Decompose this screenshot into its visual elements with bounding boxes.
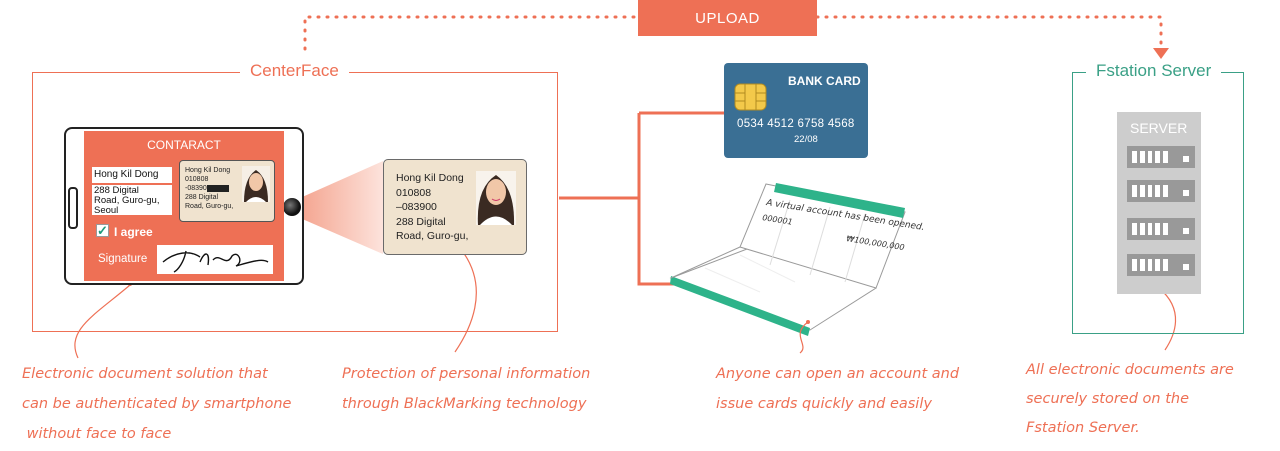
agree-label: I agree: [114, 225, 153, 239]
server-slot: [1127, 218, 1195, 240]
server-label: SERVER: [1130, 120, 1188, 136]
caption-line: Electronic document solution that: [22, 366, 268, 382]
caption-line: can be authenticated by smartphone: [22, 396, 292, 412]
mini-id-card: Hong Kil Dong 010808 -08390 288 Digital …: [179, 160, 275, 222]
bank-card-expiry: 22/08: [794, 134, 818, 145]
leader-account: [799, 321, 809, 354]
credit-card-icon: [724, 63, 868, 158]
bank-card-title: BANK CARD: [788, 74, 861, 88]
name-field[interactable]: Hong Kil Dong: [92, 167, 172, 183]
caption-line: All electronic documents are: [1026, 362, 1234, 378]
caption-line: through BlackMarking technology: [342, 396, 587, 412]
mini-id-line: Road, Guro-gu,: [185, 203, 234, 210]
server-slot: [1127, 180, 1195, 202]
caption-line: without face to face: [22, 426, 172, 442]
leader-server: [1158, 287, 1177, 351]
server-slot: [1127, 254, 1195, 276]
caption-server: All electronic documents are securely st…: [1026, 356, 1234, 443]
fstation-title: Fstation Server: [1086, 61, 1222, 81]
blackmark-mask: [206, 184, 229, 192]
server-slot: [1127, 146, 1195, 168]
phone-home-button: [68, 187, 78, 229]
caption-line: Protection of personal information: [342, 366, 591, 382]
caption-line: Anyone can open an account and: [716, 366, 960, 382]
signature-box[interactable]: [157, 245, 273, 274]
centerface-title: CenterFace: [240, 61, 349, 81]
upload-dotted-path-right: [815, 15, 1163, 50]
id-card-line: –083900: [396, 201, 437, 214]
mini-id-line: Hong Kil Dong: [185, 167, 231, 174]
id-card-line: Hong Kil Dong: [396, 172, 464, 184]
passbook-icon: A virtual account has been opened. 00000…: [669, 183, 925, 336]
id-card-text: Hong Kil Dong 010808 –083900 288 Digital…: [396, 171, 468, 244]
id-card-line: 288 Digital: [396, 215, 446, 228]
upload-arrow-head: [1153, 48, 1169, 59]
upload-label: UPLOAD: [638, 0, 817, 36]
caption-line: issue cards quickly and easily: [716, 396, 932, 412]
leader-blackmarking: [454, 251, 477, 353]
id-card-line: Road, Guro-gu,: [396, 230, 469, 243]
bank-card-number: 0534 4512 6758 4568: [737, 118, 855, 130]
caption-account: Anyone can open an account and issue car…: [716, 359, 959, 419]
mini-id-line: 010808: [185, 176, 209, 183]
signature-label: Signature: [98, 253, 148, 265]
caption-line: Fstation Server.: [1026, 420, 1140, 436]
agree-checkbox[interactable]: ✓: [96, 223, 109, 238]
mini-id-line: 288 Digital: [185, 194, 219, 201]
connector-bracket: [559, 111, 724, 286]
leader-centerface: [74, 284, 131, 359]
camera-icon: [283, 198, 301, 216]
scan-beam: [300, 161, 383, 254]
contract-title: CONTARACT: [147, 138, 221, 152]
id-card-line: 010808: [396, 186, 432, 199]
mini-id-line: -08390: [185, 185, 207, 192]
address-field[interactable]: 288 Digital Road, Guro-gu, Seoul: [92, 185, 172, 216]
caption-line: securely stored on the: [1026, 391, 1190, 407]
caption-centerface: Electronic document solution that can be…: [22, 359, 291, 449]
upload-dotted-path-left: [303, 15, 640, 51]
caption-blackmarking: Protection of personal information throu…: [342, 359, 590, 419]
